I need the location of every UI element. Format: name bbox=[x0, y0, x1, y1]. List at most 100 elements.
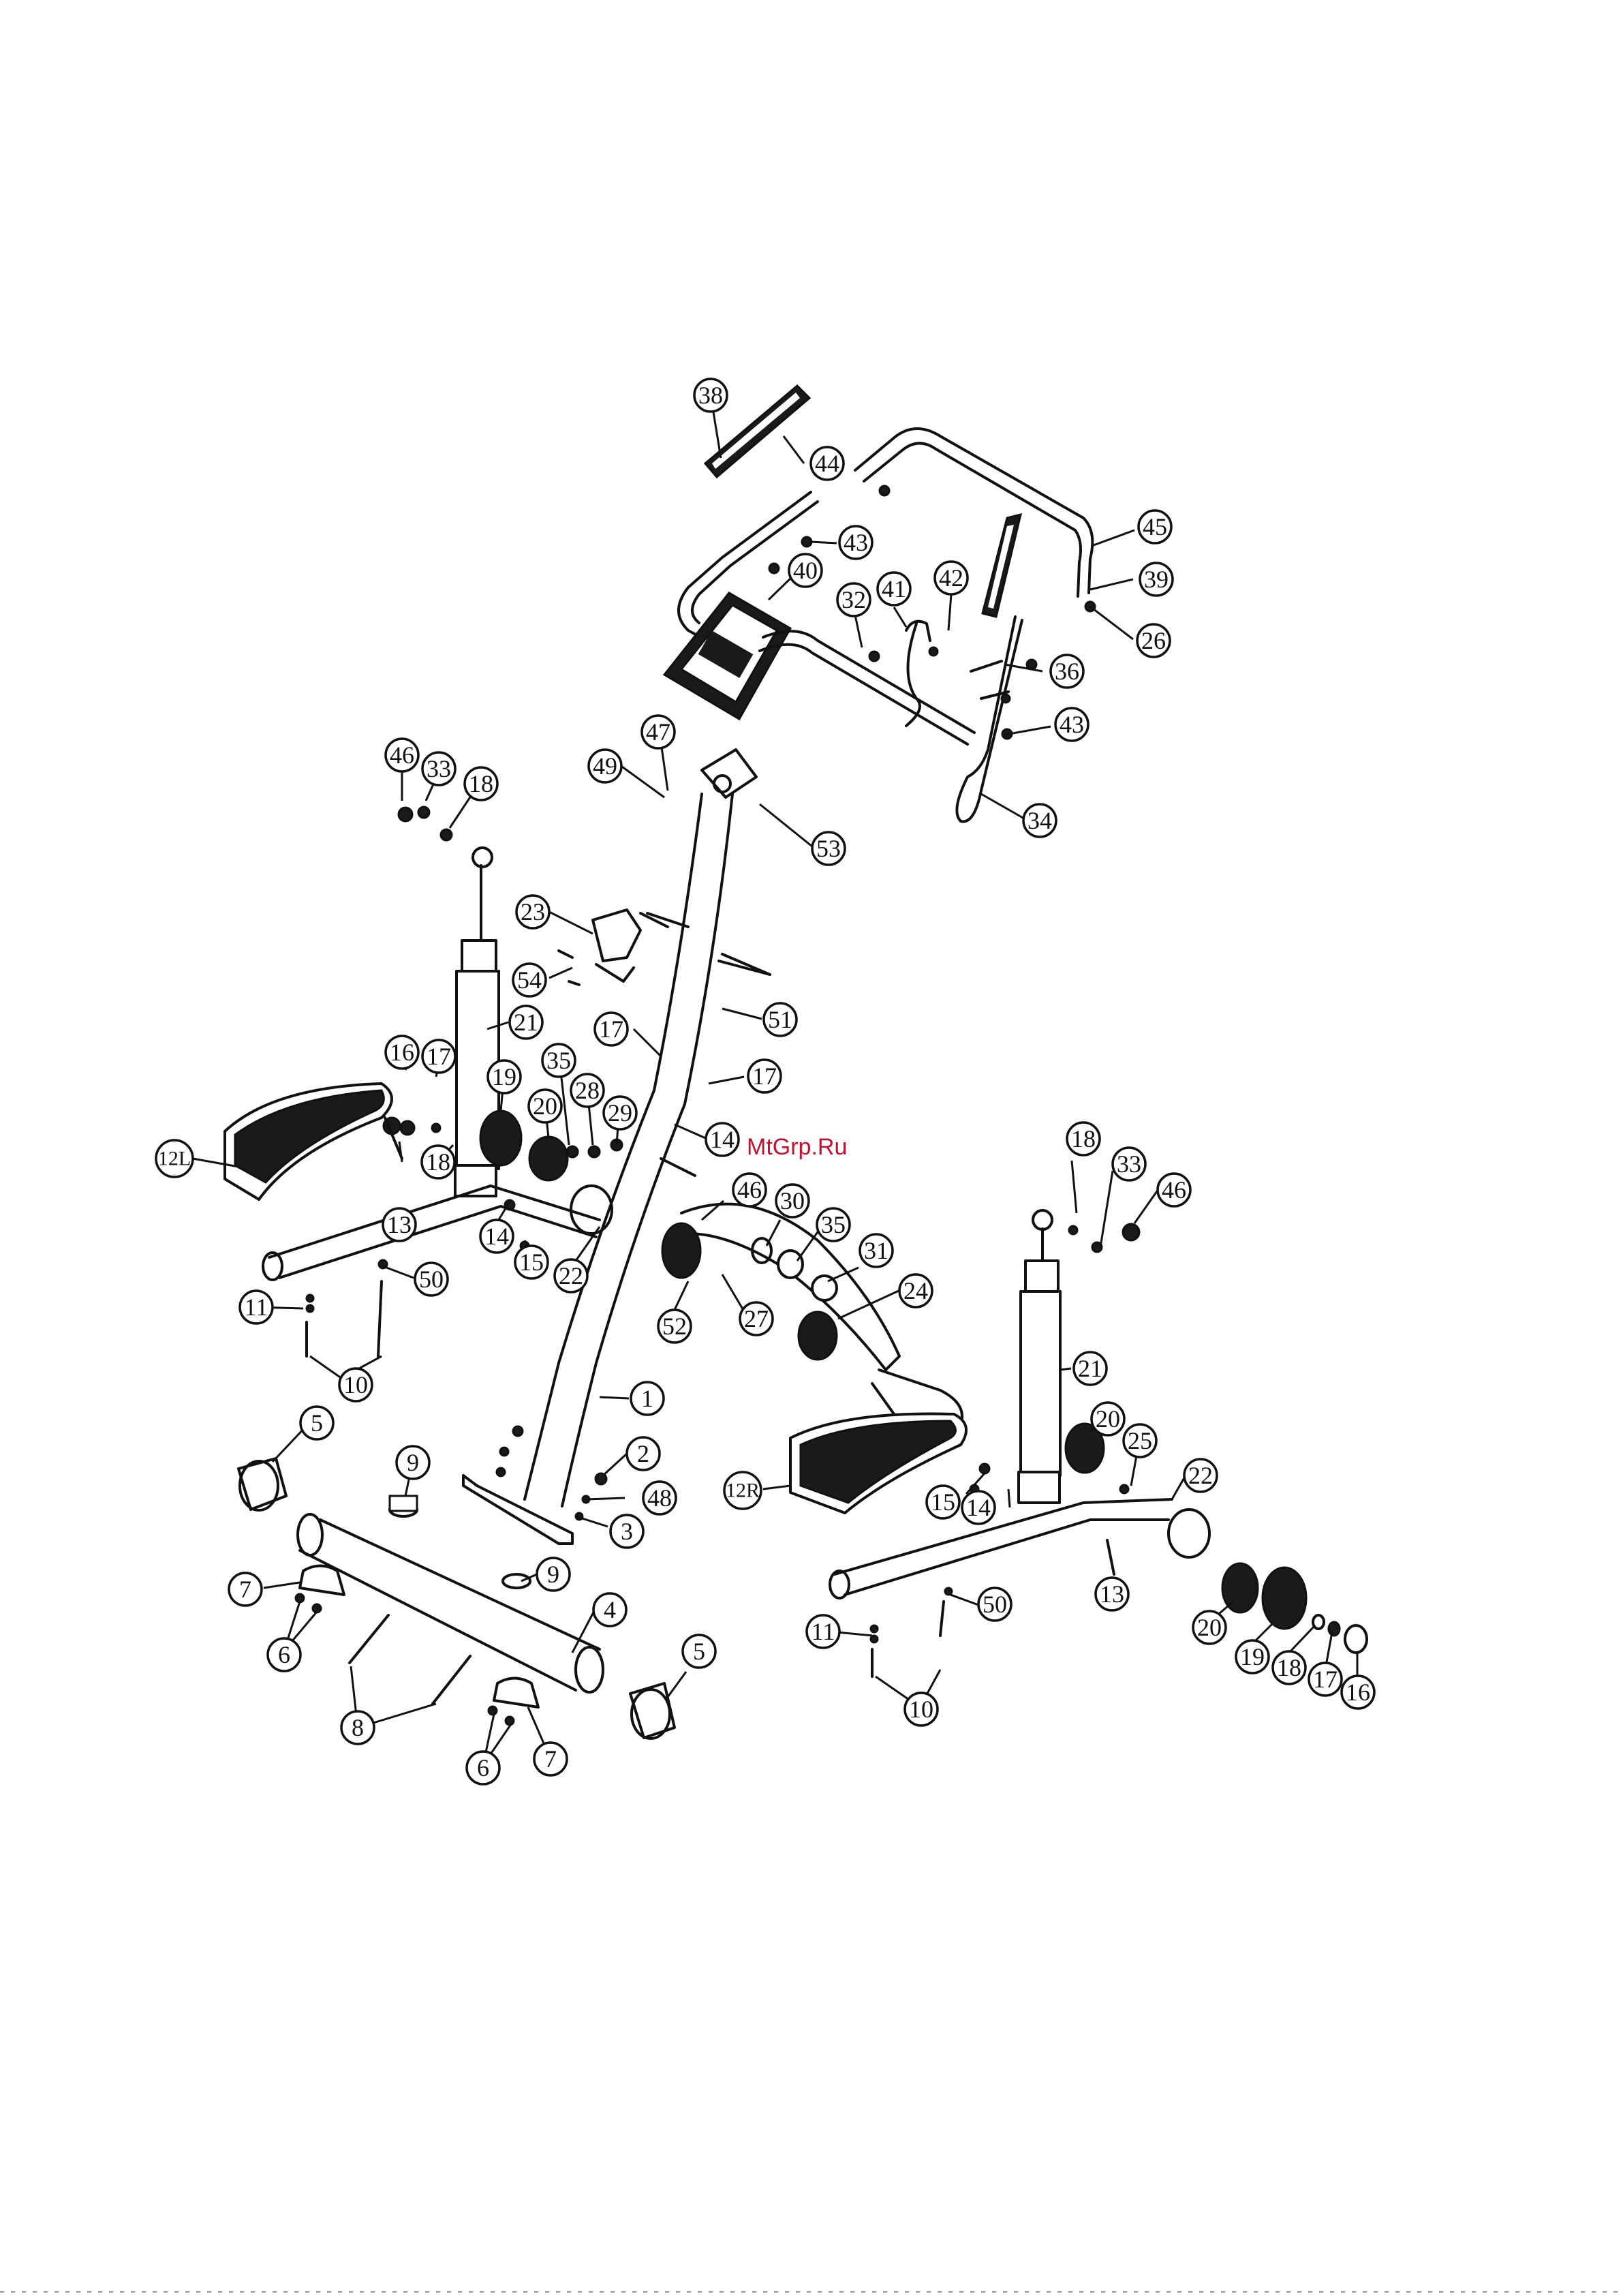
callout-29: 29 bbox=[604, 1097, 636, 1129]
svg-text:10: 10 bbox=[909, 1696, 933, 1723]
svg-text:45: 45 bbox=[1143, 513, 1167, 540]
svg-text:14: 14 bbox=[966, 1494, 991, 1521]
callout-6-left: 6 bbox=[268, 1638, 300, 1671]
callout-9-top: 9 bbox=[397, 1446, 429, 1479]
callout-10-left: 10 bbox=[339, 1368, 372, 1401]
callout-34: 34 bbox=[1023, 804, 1056, 837]
svg-text:17: 17 bbox=[752, 1062, 777, 1090]
svg-text:14: 14 bbox=[484, 1223, 509, 1250]
callout-11-right: 11 bbox=[807, 1615, 839, 1648]
callout-39: 39 bbox=[1140, 563, 1173, 596]
svg-text:1: 1 bbox=[641, 1385, 653, 1412]
callout-48: 48 bbox=[643, 1482, 676, 1514]
svg-text:20: 20 bbox=[533, 1092, 557, 1120]
callout-17-bottom: 17 bbox=[1309, 1663, 1342, 1696]
svg-text:3: 3 bbox=[621, 1518, 633, 1545]
svg-text:33: 33 bbox=[1117, 1150, 1141, 1178]
svg-text:38: 38 bbox=[698, 382, 723, 409]
callout-35-left: 35 bbox=[542, 1044, 575, 1077]
callout-17-left: 17 bbox=[422, 1040, 455, 1073]
callout-20-right: 20 bbox=[1092, 1403, 1124, 1435]
svg-text:46: 46 bbox=[737, 1176, 762, 1204]
svg-text:20: 20 bbox=[1096, 1405, 1120, 1433]
callout-12l: 12L bbox=[156, 1140, 193, 1177]
callout-10-right: 10 bbox=[905, 1693, 938, 1726]
svg-text:40: 40 bbox=[793, 557, 818, 584]
callout-5-right: 5 bbox=[683, 1635, 715, 1668]
callout-43-bottom: 43 bbox=[1055, 708, 1088, 741]
callout-42: 42 bbox=[935, 562, 968, 594]
callout-51: 51 bbox=[764, 1003, 797, 1036]
callout-4: 4 bbox=[593, 1593, 626, 1626]
callout-43-top: 43 bbox=[839, 526, 872, 559]
svg-text:13: 13 bbox=[1100, 1580, 1124, 1608]
svg-text:18: 18 bbox=[1277, 1654, 1301, 1681]
callout-3: 3 bbox=[610, 1515, 643, 1548]
callout-50-left: 50 bbox=[415, 1263, 448, 1296]
callout-20-bottom: 20 bbox=[1193, 1611, 1226, 1644]
callout-13-right: 13 bbox=[1096, 1578, 1128, 1610]
svg-text:13: 13 bbox=[387, 1211, 412, 1238]
callout-9-bottom: 9 bbox=[537, 1558, 570, 1591]
callout-14-center: 14 bbox=[706, 1123, 739, 1156]
svg-text:18: 18 bbox=[426, 1148, 450, 1176]
callout-28: 28 bbox=[571, 1074, 604, 1107]
svg-text:46: 46 bbox=[1162, 1176, 1186, 1204]
callout-20-left: 20 bbox=[529, 1090, 561, 1122]
svg-text:27: 27 bbox=[744, 1305, 769, 1332]
callout-50-right: 50 bbox=[978, 1588, 1011, 1621]
svg-text:47: 47 bbox=[646, 718, 670, 746]
callout-17-post: 17 bbox=[748, 1060, 781, 1092]
svg-text:25: 25 bbox=[1128, 1427, 1152, 1454]
svg-text:21: 21 bbox=[1078, 1355, 1102, 1382]
svg-text:19: 19 bbox=[492, 1063, 516, 1090]
svg-text:17: 17 bbox=[599, 1015, 623, 1043]
callout-45: 45 bbox=[1139, 510, 1171, 543]
callout-5-left: 5 bbox=[300, 1407, 333, 1439]
svg-text:19: 19 bbox=[1240, 1643, 1265, 1670]
svg-text:33: 33 bbox=[427, 755, 451, 782]
callout-15-left: 15 bbox=[515, 1246, 548, 1279]
svg-text:42: 42 bbox=[939, 564, 963, 592]
callout-7-left: 7 bbox=[229, 1573, 262, 1606]
svg-text:51: 51 bbox=[768, 1006, 792, 1033]
callout-6-right: 6 bbox=[467, 1751, 499, 1784]
svg-text:43: 43 bbox=[1060, 711, 1084, 738]
svg-text:44: 44 bbox=[815, 450, 839, 477]
svg-text:15: 15 bbox=[931, 1488, 955, 1516]
callout-33-right: 33 bbox=[1113, 1148, 1145, 1180]
svg-text:7: 7 bbox=[239, 1576, 251, 1603]
callout-46-top-left: 46 bbox=[386, 739, 418, 771]
svg-text:16: 16 bbox=[1346, 1679, 1370, 1706]
svg-text:24: 24 bbox=[903, 1277, 928, 1304]
callout-18-right-top: 18 bbox=[1067, 1122, 1100, 1155]
callout-49: 49 bbox=[589, 750, 621, 782]
svg-text:9: 9 bbox=[547, 1561, 559, 1588]
svg-text:12R: 12R bbox=[726, 1480, 760, 1502]
svg-text:21: 21 bbox=[514, 1009, 538, 1036]
callout-18-top-left: 18 bbox=[465, 767, 497, 800]
svg-text:31: 31 bbox=[864, 1237, 888, 1264]
svg-text:34: 34 bbox=[1027, 807, 1052, 834]
callout-54: 54 bbox=[513, 964, 546, 996]
callout-35-right: 35 bbox=[817, 1208, 850, 1241]
svg-text:12L: 12L bbox=[158, 1148, 191, 1170]
callout-16-left: 16 bbox=[386, 1036, 418, 1069]
svg-text:46: 46 bbox=[390, 741, 414, 769]
svg-text:7: 7 bbox=[544, 1745, 557, 1773]
callout-16-bottom: 16 bbox=[1342, 1676, 1374, 1709]
watermark-text: MtGrp.Ru bbox=[747, 1134, 847, 1160]
callout-46-center: 46 bbox=[733, 1174, 766, 1206]
callout-22-right: 22 bbox=[1184, 1459, 1217, 1492]
callout-41: 41 bbox=[878, 572, 910, 605]
callout-52: 52 bbox=[658, 1310, 691, 1343]
callout-15-right: 15 bbox=[927, 1486, 959, 1518]
callout-21-left: 21 bbox=[510, 1006, 542, 1039]
svg-text:23: 23 bbox=[521, 898, 545, 925]
svg-text:9: 9 bbox=[407, 1449, 419, 1476]
callout-14-right: 14 bbox=[962, 1491, 995, 1524]
callout-47: 47 bbox=[642, 716, 675, 748]
svg-text:22: 22 bbox=[1188, 1462, 1213, 1489]
svg-text:41: 41 bbox=[882, 575, 906, 602]
